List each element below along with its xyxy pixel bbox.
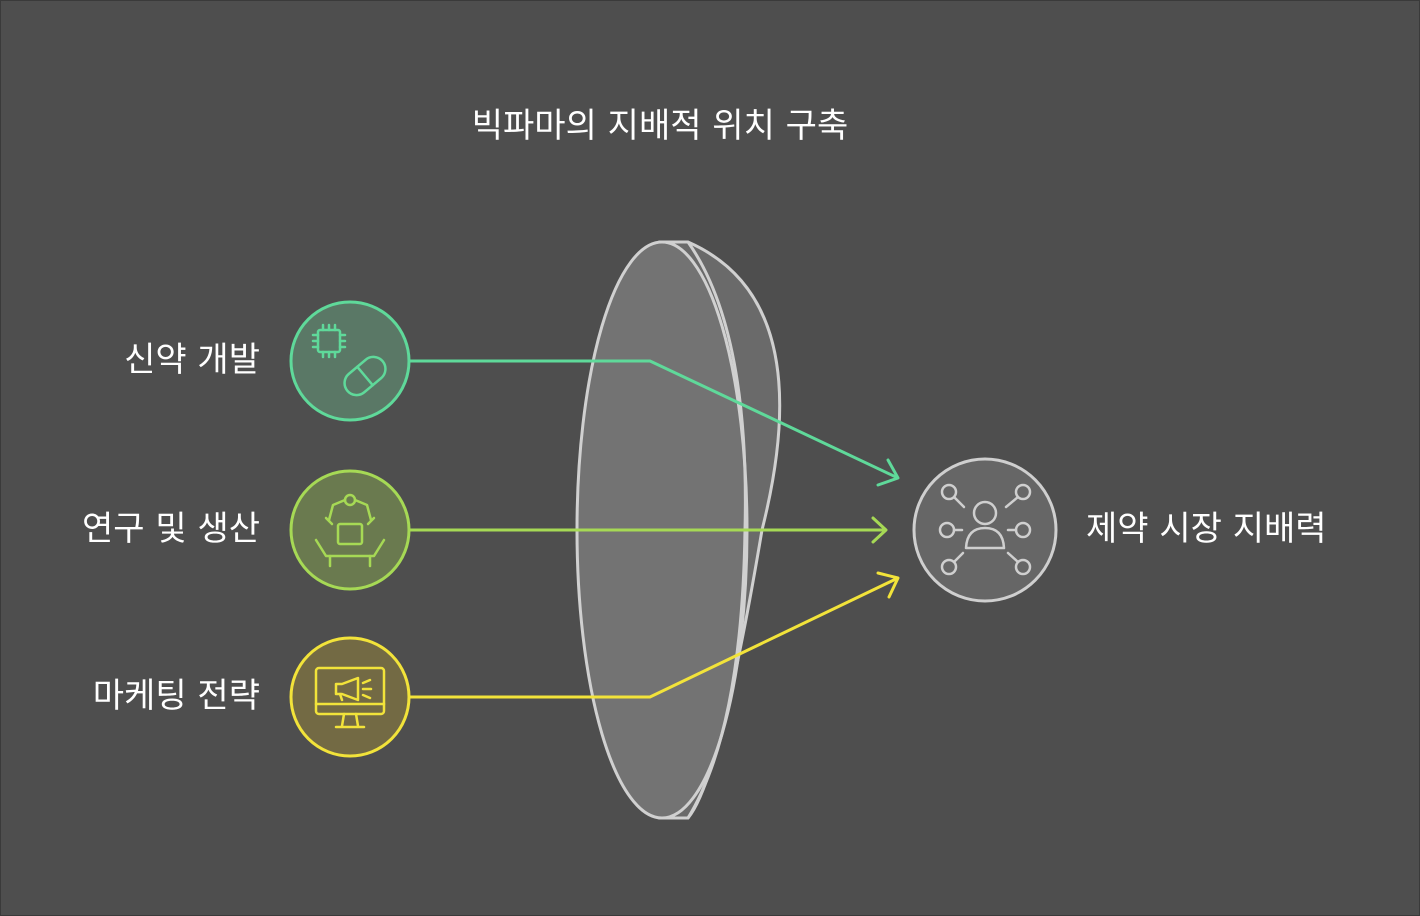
connector-drug-dev — [410, 359, 900, 487]
arrowhead — [871, 516, 888, 544]
chip-pill-icon — [311, 323, 387, 397]
input-node-marketing — [289, 636, 411, 758]
robot-arm-production-icon — [314, 493, 386, 568]
input-label-drug-dev: 신약 개발 — [124, 340, 260, 380]
connector-marketing — [410, 571, 900, 699]
diagram-title: 빅파마의 지배적 위치 구축 — [471, 106, 849, 146]
input-label-marketing: 마케팅 전략 — [92, 676, 260, 716]
input-node-research — [289, 469, 411, 591]
arrowhead — [876, 458, 900, 487]
output-node — [912, 457, 1058, 603]
monitor-megaphone-icon — [314, 666, 386, 729]
output-label: 제약 시장 지배력 — [1086, 509, 1327, 549]
connector-research — [410, 516, 888, 544]
arrowhead — [876, 571, 900, 599]
input-label-research: 연구 및 생산 — [81, 509, 260, 549]
network-person-icon — [938, 483, 1032, 576]
input-node-drug-dev — [289, 300, 411, 422]
